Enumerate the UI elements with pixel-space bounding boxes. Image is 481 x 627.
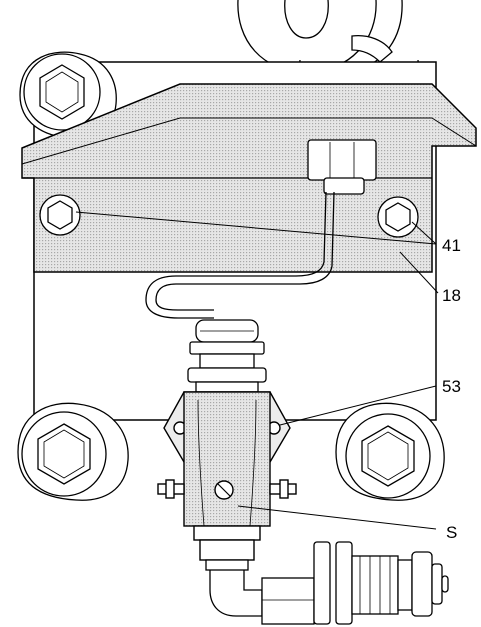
elbow-fitting: [205, 559, 315, 625]
hex-bolt-bottom-right: [335, 402, 445, 501]
leader-lines: [75, 211, 439, 530]
sensor-body: [157, 391, 297, 561]
callout-53: 53: [442, 377, 461, 396]
callout-18: 18: [442, 286, 461, 305]
sensor-connector: [187, 319, 267, 393]
sensor-cable: [145, 191, 335, 319]
hex-bolt-bottom-left: [17, 402, 129, 501]
socket-screw-right: [377, 196, 419, 238]
socket-screw-left: [39, 194, 81, 236]
cable-gland-top: [307, 139, 377, 195]
angled-bracket: [21, 83, 477, 273]
callout-s: S: [446, 523, 457, 542]
callout-41: 41: [442, 236, 461, 255]
bulkhead-connector: [313, 541, 449, 625]
hex-bolt-top-left: [19, 51, 117, 139]
